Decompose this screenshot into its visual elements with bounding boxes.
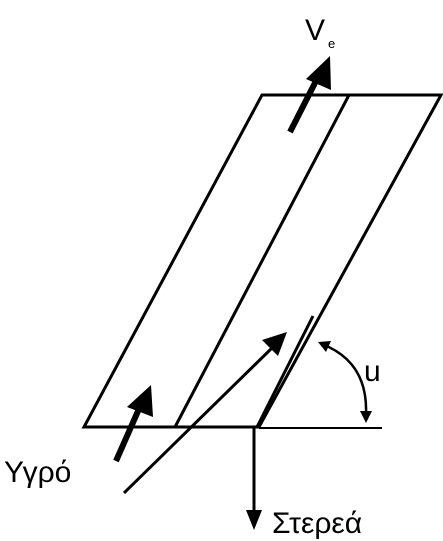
velocity-arrowhead [306, 56, 331, 90]
velocity-subscript: e [328, 36, 335, 51]
liquid-flow-arrow-shaft [113, 400, 145, 463]
angle-label: u [364, 355, 381, 388]
angle-arc [321, 342, 368, 415]
liquid-inflow-arrow-shaft [122, 344, 276, 495]
solids-label: Στερεά [272, 507, 362, 540]
angle-arc-arrowhead-bottom [360, 411, 372, 423]
angle-arc-arrowhead-top [318, 341, 331, 352]
solids-outflow-arrowhead [246, 510, 262, 530]
liquid-label: Υγρό [4, 456, 71, 489]
liquid-inflow-arrowhead [262, 332, 287, 356]
solids-strip-line [255, 315, 315, 428]
inner-divider-line [173, 94, 351, 428]
velocity-label: V [305, 14, 325, 47]
velocity-arrow-shaft [287, 73, 322, 134]
liquid-flow-arrowhead [127, 385, 153, 417]
